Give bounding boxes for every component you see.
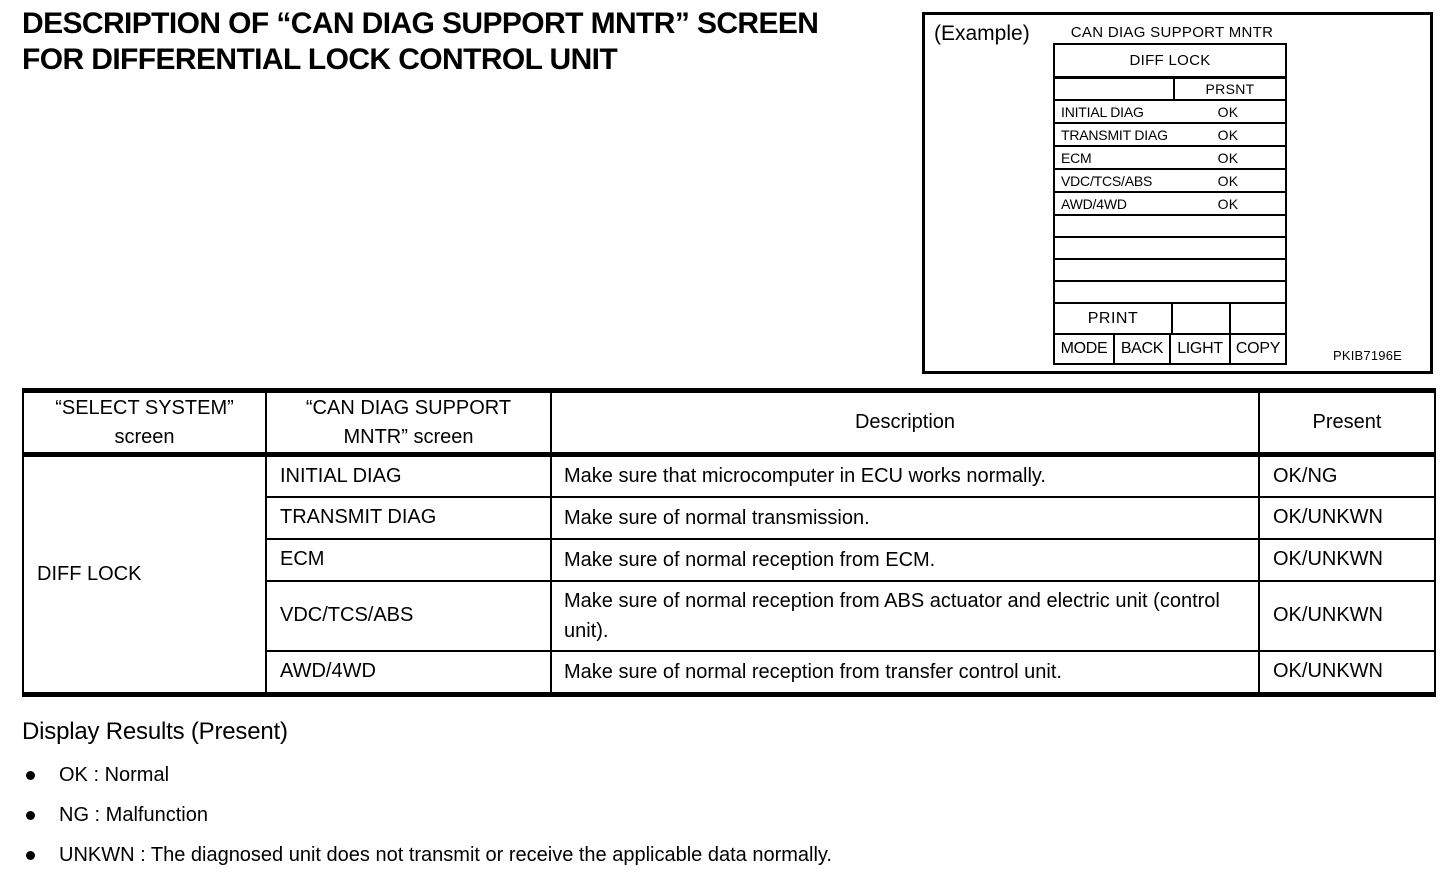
- screen-item-value: OK: [1217, 195, 1239, 212]
- table-row: VDC/TCS/ABS Make sure of normal receptio…: [23, 579, 1436, 652]
- present-cell: OK/UNKWN: [1258, 537, 1436, 582]
- system-cell: DIFF LOCK: [22, 453, 267, 696]
- screen-data-row: VDC/TCS/ABS OK: [1055, 170, 1285, 193]
- table-row: TRANSMIT DIAG Make sure of normal transm…: [23, 495, 1436, 540]
- description-cell: Make sure of normal reception from ECM.: [550, 537, 1260, 582]
- light-button: LIGHT: [1171, 335, 1231, 363]
- example-figure: (Example) CAN DIAG SUPPORT MNTR DIFF LOC…: [922, 12, 1433, 374]
- table-header-row: “SELECT SYSTEM” screen “CAN DIAG SUPPORT…: [22, 389, 1436, 457]
- description-cell: Make sure that microcomputer in ECU work…: [550, 453, 1260, 498]
- list-item: UNKWN : The diagnosed unit does not tran…: [26, 842, 1426, 868]
- mode-button: MODE: [1055, 335, 1115, 363]
- diagnostic-description-table: “SELECT SYSTEM” screen “CAN DIAG SUPPORT…: [22, 388, 1436, 697]
- mntr-cell: AWD/4WD: [265, 649, 552, 696]
- copy-button: COPY: [1235, 340, 1281, 357]
- screen-item-value: OK: [1217, 149, 1239, 166]
- mntr-cell: VDC/TCS/ABS: [265, 579, 552, 652]
- list-item: OK : Normal: [26, 762, 1426, 788]
- screen-item-value: OK: [1217, 172, 1239, 189]
- header-mntr-screen: “CAN DIAG SUPPORT MNTR” screen: [265, 389, 552, 457]
- figure-code: PKIB7196E: [1332, 348, 1402, 363]
- table-row: ECM Make sure of normal reception from E…: [23, 537, 1436, 582]
- results-list: OK : Normal NG : Malfunction UNKWN : The…: [26, 762, 1426, 882]
- present-cell: OK/NG: [1258, 453, 1436, 498]
- example-label: (Example): [934, 22, 1030, 45]
- bullet-icon: [26, 770, 35, 780]
- consult-screen-title: CAN DIAG SUPPORT MNTR: [1070, 24, 1274, 41]
- bullet-icon: [26, 850, 35, 860]
- screen-empty-row: [1055, 216, 1285, 238]
- screen-item-label: ECM: [1061, 149, 1092, 166]
- screen-empty-row: [1055, 260, 1285, 282]
- present-cell: OK/UNKWN: [1258, 495, 1436, 540]
- screen-prsnt-header: PRSNT: [1205, 81, 1255, 97]
- screen-data-row: ECM OK: [1055, 147, 1285, 170]
- list-item-text: NG : Malfunction: [59, 803, 208, 826]
- description-cell: Make sure of normal transmission.: [550, 495, 1260, 540]
- table-row: AWD/4WD Make sure of normal reception fr…: [23, 649, 1436, 696]
- screen-system-header: DIFF LOCK: [1055, 45, 1285, 79]
- header-select-system: “SELECT SYSTEM” screen: [22, 389, 267, 457]
- screen-item-label: VDC/TCS/ABS: [1061, 172, 1153, 189]
- back-button: BACK: [1115, 335, 1171, 363]
- header-description: Description: [550, 389, 1260, 457]
- screen-item-label: INITIAL DIAG: [1061, 103, 1144, 120]
- screen-bottom-key-row: MODE BACK LIGHT COPY: [1055, 335, 1285, 363]
- screen-blank-key: [1231, 304, 1285, 333]
- results-heading: Display Results (Present): [22, 718, 288, 745]
- bullet-icon: [26, 810, 35, 820]
- header-present: Present: [1258, 389, 1436, 457]
- present-cell: OK/UNKWN: [1258, 579, 1436, 652]
- list-item-text: OK : Normal: [59, 763, 170, 786]
- screen-empty-cell: [1055, 79, 1175, 99]
- table-row: DIFF LOCK INITIAL DIAG Make sure that mi…: [22, 453, 1436, 696]
- description-cell: Make sure of normal reception from trans…: [550, 649, 1260, 696]
- list-item-text: UNKWN : The diagnosed unit does not tran…: [59, 843, 832, 866]
- screen-empty-row: [1055, 282, 1285, 304]
- consult-screen: DIFF LOCK PRSNT INITIAL DIAG OK TRANSMIT…: [1053, 43, 1287, 365]
- screen-blank-key: [1173, 304, 1231, 333]
- screen-item-value: OK: [1217, 103, 1239, 120]
- screen-column-header-row: PRSNT: [1055, 79, 1285, 101]
- screen-data-row: AWD/4WD OK: [1055, 193, 1285, 216]
- mntr-cell: ECM: [265, 537, 552, 582]
- list-item: NG : Malfunction: [26, 802, 1426, 828]
- screen-item-value: OK: [1217, 126, 1239, 143]
- screen-item-label: AWD/4WD: [1061, 195, 1127, 212]
- mntr-cell: TRANSMIT DIAG: [265, 495, 552, 540]
- mntr-cell: INITIAL DIAG: [265, 453, 552, 498]
- screen-data-row: INITIAL DIAG OK: [1055, 101, 1285, 124]
- print-button: PRINT: [1055, 304, 1173, 333]
- description-cell: Make sure of normal reception from ABS a…: [550, 579, 1260, 652]
- screen-item-label: TRANSMIT DIAG: [1061, 126, 1168, 143]
- screen-data-row: TRANSMIT DIAG OK: [1055, 124, 1285, 147]
- present-cell: OK/UNKWN: [1258, 649, 1436, 696]
- screen-print-row: PRINT: [1055, 304, 1285, 335]
- screen-empty-row: [1055, 238, 1285, 260]
- page-title: DESCRIPTION OF “CAN DIAG SUPPORT MNTR” S…: [22, 7, 819, 76]
